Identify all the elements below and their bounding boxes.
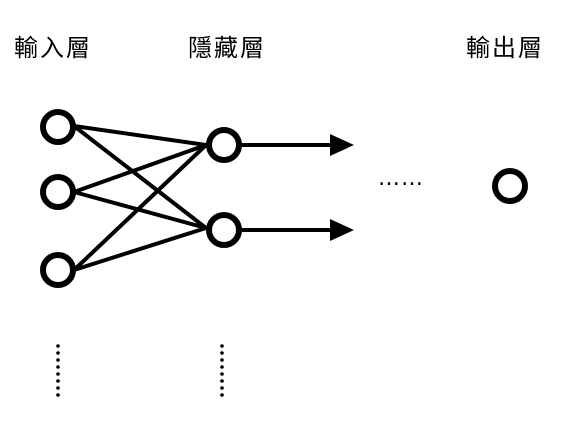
arrowhead-2 <box>330 219 354 241</box>
hidden-layer-label: 隱藏層 <box>188 34 266 62</box>
input-nodes <box>40 109 76 288</box>
input-node-3 <box>40 252 76 288</box>
input-node-2 <box>40 174 76 210</box>
hidden-node-1 <box>206 127 242 163</box>
input-hidden-connections <box>72 124 208 272</box>
input-node-1 <box>40 109 76 145</box>
arrowhead-1 <box>330 134 354 156</box>
input-layer-label: 輸入層 <box>14 34 92 62</box>
edge-i1-h2 <box>72 124 208 230</box>
hidden-continuation-dots <box>220 344 224 397</box>
input-continuation-dots <box>56 344 60 397</box>
output-layer-label: 輸出層 <box>466 34 544 62</box>
output-node <box>492 168 528 204</box>
edge-i2-h1 <box>72 143 208 194</box>
hidden-nodes <box>206 127 242 248</box>
horizontal-ellipsis: …… <box>378 166 424 191</box>
edge-i1-h1 <box>72 124 208 147</box>
edge-i3-h2 <box>72 226 208 272</box>
hidden-output-arrows <box>240 134 354 241</box>
hidden-node-2 <box>206 212 242 248</box>
edge-i3-h1 <box>72 143 208 272</box>
